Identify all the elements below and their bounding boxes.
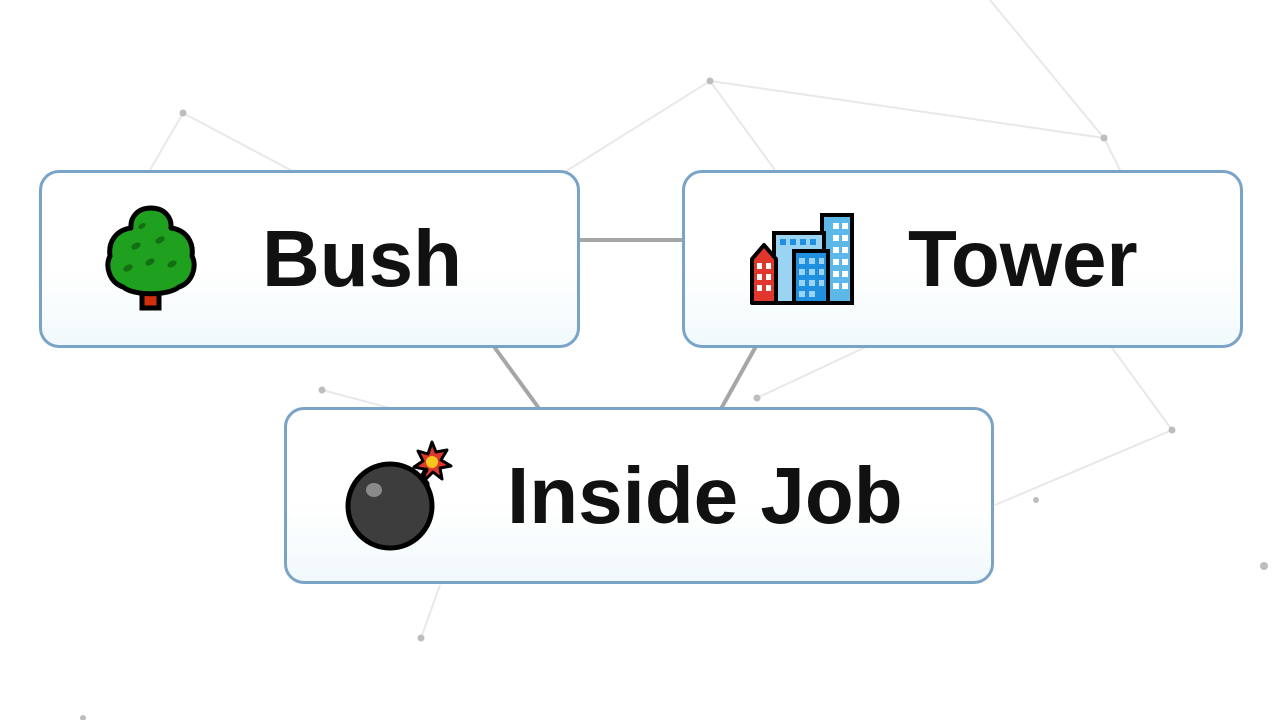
element-card-inside-job[interactable]: Inside Job [284,407,994,584]
element-card-bush[interactable]: Bush [39,170,580,348]
link-bush-insidejob [493,346,540,409]
element-card-tower[interactable]: Tower [682,170,1243,348]
deciduous-tree-icon [105,205,197,311]
element-label: Inside Job [507,450,903,540]
office-buildings-icon [750,213,854,305]
element-label: Bush [262,214,462,303]
element-label: Tower [908,214,1138,303]
bomb-icon [345,440,453,550]
link-tower-insidejob [720,346,757,409]
